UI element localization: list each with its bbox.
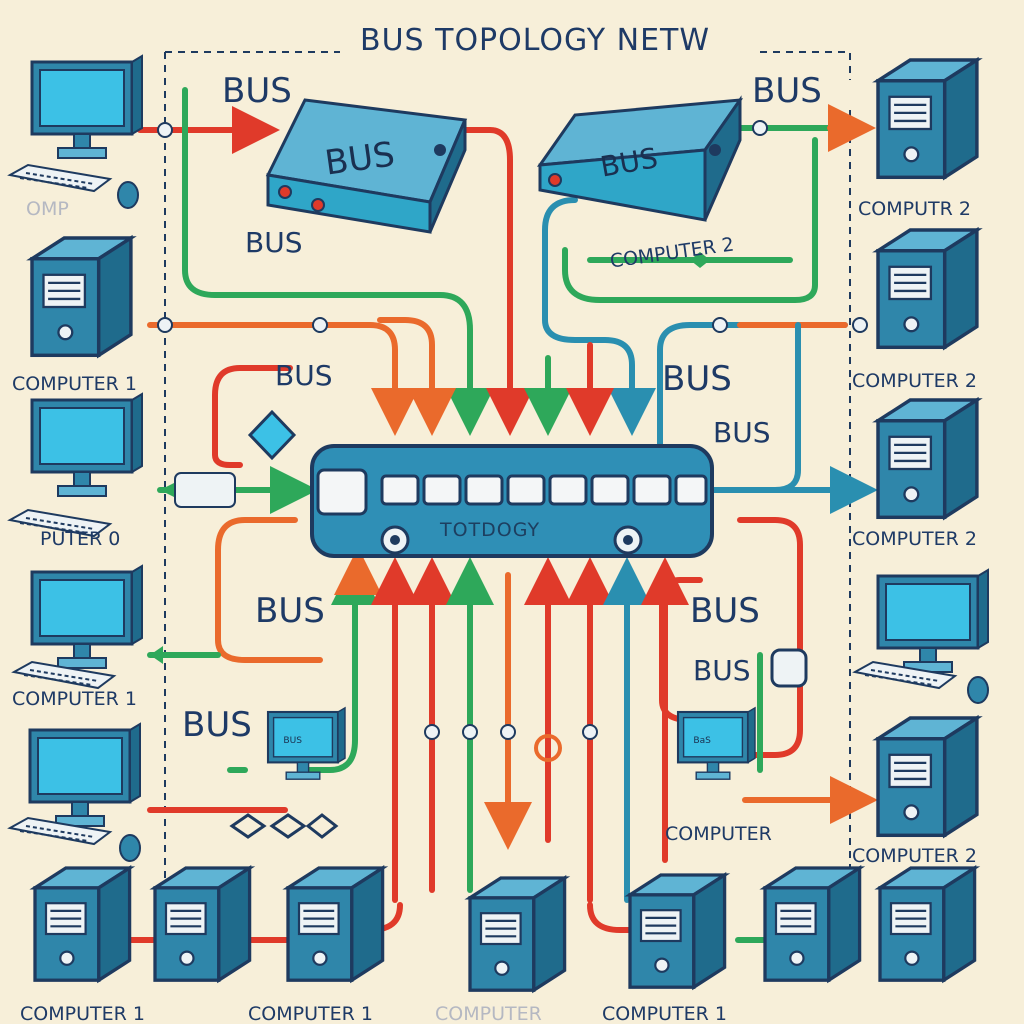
bus-label-low-left-2: BUS [182, 705, 252, 745]
computer-label-right-4: COMPUTER 2 [852, 845, 977, 867]
computer-label-bottom-1: COMPUTER 1 [20, 1003, 145, 1024]
bus-label-mid-right-1: BUS [662, 359, 732, 399]
wire-connectors [157, 120, 868, 762]
dashed-frame [164, 51, 851, 940]
small-monitor-left: BUS [266, 706, 347, 781]
decorations [150, 252, 808, 839]
computer-label-left-2: COMPUTER 1 [12, 373, 137, 395]
computer-right-3 [876, 398, 979, 520]
computer-left-1 [9, 54, 144, 209]
bus-label-low-left-1: BUS [255, 591, 325, 631]
screen-left-label: BUS [283, 736, 302, 746]
computer-bottom-7 [878, 866, 977, 982]
computer-right-5 [876, 716, 979, 838]
computer-label-right-3: COMPUTER 2 [852, 528, 977, 550]
computer-label-center-top: COMPUTER 2 [609, 233, 736, 272]
bus-label-top-right: BUS [752, 71, 822, 111]
computer-label-right-mid: COMPUTER [665, 823, 772, 845]
bus-label-mid-right-2: BUS [713, 416, 770, 449]
computer-left-3 [30, 392, 144, 498]
bus-label-low-right-2: BUS [693, 654, 750, 687]
bus-label-low-right-1: BUS [690, 591, 760, 631]
computer-label-bottom-2: COMPUTER 1 [248, 1003, 373, 1024]
bus-label-top-left: BUS [222, 71, 292, 111]
computer-bottom-4 [468, 876, 567, 992]
small-monitor-right: BaS [676, 706, 757, 781]
computer-bottom-1 [33, 866, 132, 982]
bus-bar-label: TOTDOGY [439, 519, 540, 541]
computer-left-2 [30, 236, 133, 358]
computer-bottom-5 [628, 873, 727, 989]
computer-bottom-3 [286, 866, 385, 982]
computer-left-4 [13, 564, 144, 689]
main-bus-bar: TOTDOGY [310, 444, 714, 558]
bus-label-under-device: BUS [245, 226, 302, 259]
bus-device-left-label: BUS [322, 134, 397, 183]
bus-label-mid-left: BUS [275, 359, 332, 392]
computer-label-right-2: COMPUTER 2 [852, 370, 977, 392]
diagram-title: BUS TOPOLOGY NETW [360, 23, 710, 58]
bus-device-left: BUS [265, 98, 468, 234]
computer-right-1 [876, 58, 979, 180]
computer-bottom-2 [153, 866, 252, 982]
computer-right-2 [876, 228, 979, 350]
computer-right-4 [854, 568, 990, 704]
computer-label-left-4: COMPUTER 1 [12, 688, 137, 710]
bus-device-right: BUS [536, 95, 744, 222]
computer-left-5 [9, 722, 142, 862]
screen-right-label: BaS [693, 736, 711, 746]
computer-label-bottom-center: COMPUTER [435, 1003, 542, 1024]
computer-label-bottom-3: COMPUTER 1 [602, 1003, 727, 1024]
computer-label-left-1: OMP [26, 198, 69, 220]
computer-bottom-6 [763, 866, 862, 982]
computer-label-left-3: PUTER 0 [40, 528, 120, 550]
bus-windows [316, 468, 708, 516]
computer-label-right-1: COMPUTR 2 [858, 198, 971, 220]
